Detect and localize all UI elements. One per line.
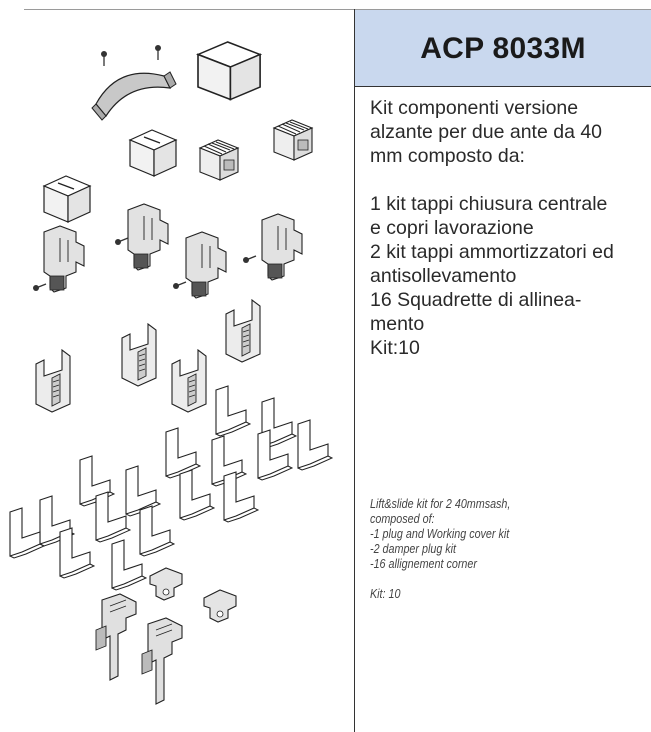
cover-plate-icon xyxy=(225,299,261,363)
desc-it-line: mento xyxy=(370,313,425,335)
desc-en-line: -16 allignement corner xyxy=(370,557,477,571)
corner-icon xyxy=(9,507,45,559)
desc-en-line: Lift&slide kit for 2 40mmsash, xyxy=(370,497,511,511)
bracket-icon xyxy=(95,593,137,681)
desc-it-spacer xyxy=(370,168,651,192)
corner-icon xyxy=(59,527,95,579)
desc-it-line: 16 Squadrette di allinea- xyxy=(370,289,582,311)
desc-en-line: -2 damper plug kit xyxy=(370,542,457,556)
screw-icon xyxy=(155,45,161,60)
slotted-box-icon xyxy=(130,130,176,176)
corner-icon xyxy=(297,419,333,471)
product-illustration xyxy=(9,41,333,705)
desc-it-line: Kit componenti versione xyxy=(370,97,579,119)
desc-it-line: alzante per due ante da 40 xyxy=(370,121,603,143)
desc-it-line: 1 kit tappi chiusura centrale xyxy=(370,193,608,215)
corner-icon xyxy=(139,505,175,557)
bracket-icon xyxy=(141,617,183,705)
cover-plate-icon xyxy=(171,349,207,413)
plug-icon xyxy=(43,225,85,293)
desc-en-line: -1 plug and Working cover kit xyxy=(370,527,510,541)
description-english: Lift&slide kit for 2 40mmsash, composed … xyxy=(370,497,602,602)
desc-en-spacer xyxy=(370,572,602,587)
column-divider xyxy=(354,9,355,732)
corner-icon xyxy=(165,427,201,479)
top-rule xyxy=(24,9,651,10)
arched-cover-icon xyxy=(91,71,177,121)
corner-icon xyxy=(215,385,251,437)
screw-icon xyxy=(101,51,107,66)
corner-icon xyxy=(179,469,215,521)
desc-en-line: Kit: 10 xyxy=(370,587,401,601)
desc-it-line: Kit:10 xyxy=(370,337,420,359)
product-code: ACP 8033M xyxy=(420,32,586,65)
clip-icon xyxy=(149,567,183,601)
ribbed-damper-icon xyxy=(199,139,239,181)
desc-en-line: composed of: xyxy=(370,512,435,526)
corner-icon xyxy=(95,491,131,543)
block-icon xyxy=(197,41,261,101)
description-italian: Kit componenti versione alzante per due … xyxy=(370,96,651,360)
slotted-box-icon xyxy=(44,176,90,222)
desc-it-line: e copri lavorazione xyxy=(370,217,534,239)
alignment-corners-group xyxy=(9,385,333,591)
plug-icon xyxy=(127,203,169,271)
screw-icon xyxy=(242,255,257,264)
ribbed-damper-icon xyxy=(273,119,313,161)
screw-icon xyxy=(32,283,47,292)
clip-icon xyxy=(203,589,237,623)
plug-icon xyxy=(261,213,303,281)
corner-icon xyxy=(223,471,259,523)
cover-plate-icon xyxy=(35,349,71,413)
screw-icon xyxy=(172,281,187,290)
desc-it-line: mm composto da: xyxy=(370,145,525,167)
title-band: ACP 8033M xyxy=(355,10,651,87)
desc-it-line: antisollevamento xyxy=(370,265,517,287)
desc-it-line: 2 kit tappi ammortizzatori ed xyxy=(370,241,614,263)
plug-icon xyxy=(185,231,227,299)
screw-icon xyxy=(114,237,129,246)
cover-plate-icon xyxy=(121,323,157,387)
